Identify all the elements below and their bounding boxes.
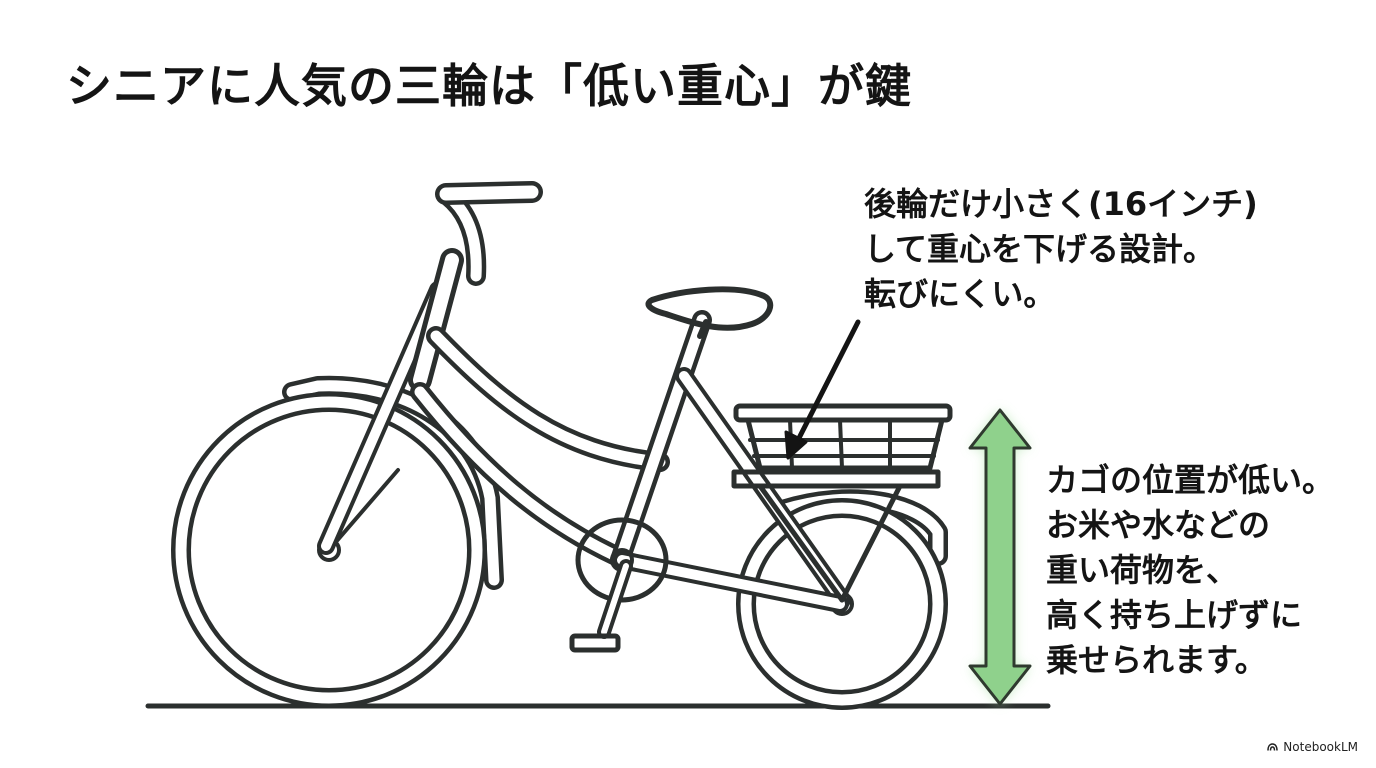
- brand-label: NotebookLM: [1283, 740, 1358, 754]
- saddle: [645, 286, 774, 331]
- bicycle: [145, 181, 1051, 710]
- annotation-arrow: [784, 319, 861, 460]
- annotation-line: 重い荷物を、: [1046, 551, 1239, 589]
- rear-rack: [731, 469, 941, 489]
- annotation-line: 転びにくい。: [864, 275, 1056, 313]
- annotation-line: して重心を下げる設計。: [864, 230, 1216, 268]
- basket-annotation: カゴの位置が低い。 お米や水などの 重い荷物を、 高く持ち上げずに 乗せられます…: [1046, 458, 1334, 683]
- annotation-line: 高く持ち上げずに: [1046, 596, 1303, 634]
- annotation-line: カゴの位置が低い。: [1046, 461, 1335, 499]
- annotation-line: 乗せられます。: [1046, 641, 1267, 679]
- pedal: [569, 633, 621, 653]
- height-arrow-icon: [968, 408, 1032, 706]
- rear-basket: [733, 403, 953, 471]
- page-title: シニアに人気の三輪は「低い重心」が鍵: [66, 59, 912, 113]
- rear-wheel: [736, 498, 948, 710]
- front-wheel: [171, 392, 487, 708]
- annotation-line: お米や水などの: [1046, 506, 1271, 544]
- annotation-line: 後輪だけ小さく(16インチ): [864, 185, 1258, 223]
- notebooklm-logo-icon: [1267, 743, 1279, 751]
- rear-wheel-annotation: 後輪だけ小さく(16インチ) して重心を下げる設計。 転びにくい。: [864, 182, 1258, 317]
- notebooklm-branding: NotebookLM: [1267, 740, 1358, 754]
